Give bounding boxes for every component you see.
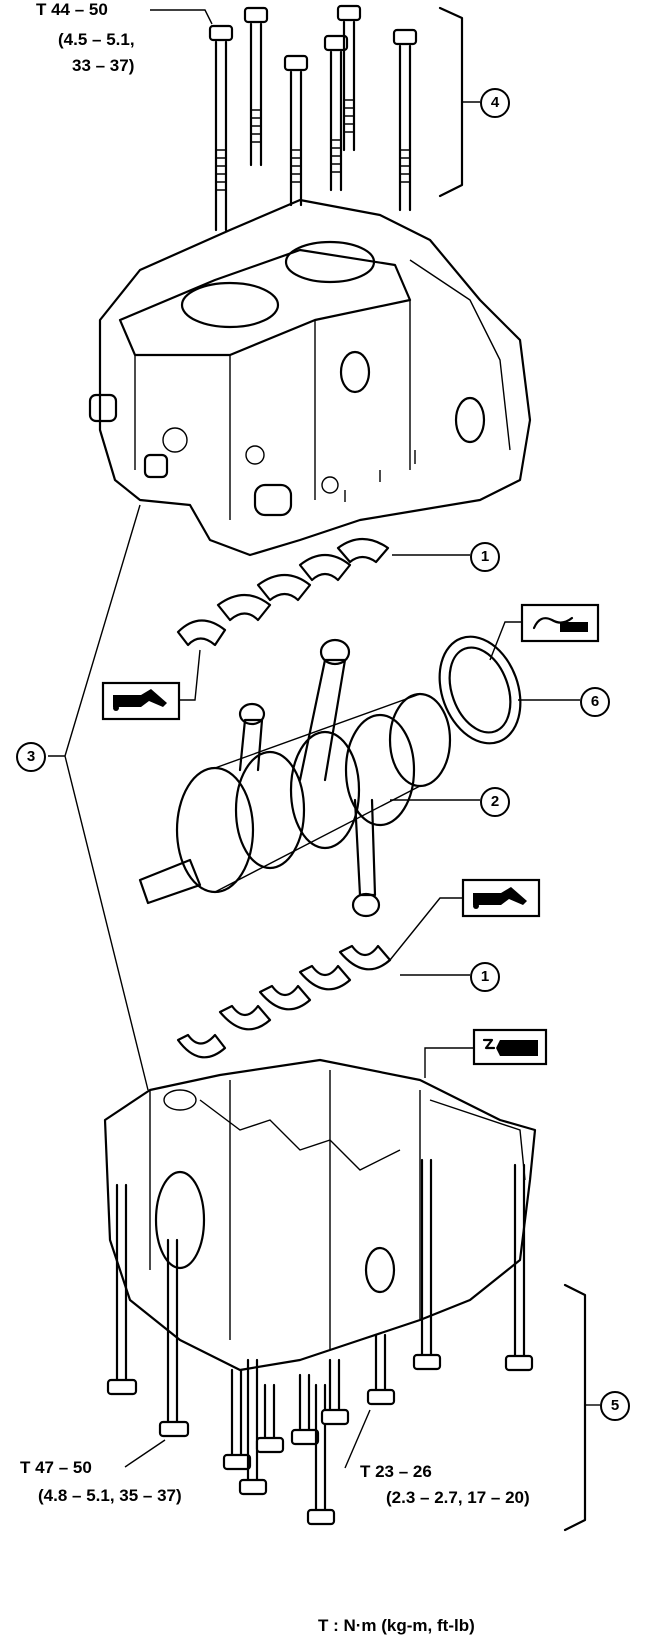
callout-5: 5	[600, 1391, 630, 1421]
oil-can-icon	[461, 878, 541, 918]
upper-crankcase	[88, 198, 532, 557]
grease-icon	[520, 603, 600, 643]
leader-3	[48, 504, 149, 1091]
lower-crankcase	[103, 1058, 537, 1372]
bolt	[243, 6, 269, 167]
lower-bearing-shells	[176, 944, 392, 1059]
callout-2: 2	[480, 787, 510, 817]
torque-head-bolts-line1: T 44 – 50	[36, 0, 108, 19]
torque-case-bolts-left-line1: T 47 – 50	[20, 1458, 92, 1477]
bolt	[323, 34, 349, 192]
bolt	[336, 4, 362, 152]
torque-case-bolts-left-line2: (4.8 – 5.1, 35 – 37)	[38, 1486, 182, 1505]
crankshaft-assembly	[138, 638, 452, 918]
torque-case-bolts-right-line2: (2.3 – 2.7, 17 – 20)	[386, 1488, 530, 1507]
bracket-4	[438, 6, 464, 198]
oil-can-icon	[101, 681, 181, 721]
callout-3: 3	[16, 742, 46, 772]
bolt	[208, 24, 234, 232]
upper-bearing-shells	[176, 537, 390, 647]
callout-1-lower: 1	[470, 962, 500, 992]
callout-1-upper: 1	[470, 542, 500, 572]
bracket-5	[563, 1283, 587, 1532]
cylinder-head-bolts	[208, 4, 418, 232]
oil-seal	[438, 635, 522, 745]
sealant-tube-icon	[472, 1028, 548, 1066]
callout-6: 6	[580, 687, 610, 717]
torque-head-bolts-line3: 33 – 37)	[72, 56, 135, 75]
torque-case-bolts-right-line1: T 23 – 26	[360, 1462, 432, 1481]
bolt	[392, 28, 418, 212]
torque-legend: T : N·m (kg-m, ft-lb)	[318, 1616, 475, 1635]
crankcase-bolts	[106, 1158, 534, 1526]
torque-head-bolts-line2: (4.5 – 5.1,	[58, 30, 135, 49]
callout-4: 4	[480, 88, 510, 118]
bolt	[283, 54, 309, 207]
